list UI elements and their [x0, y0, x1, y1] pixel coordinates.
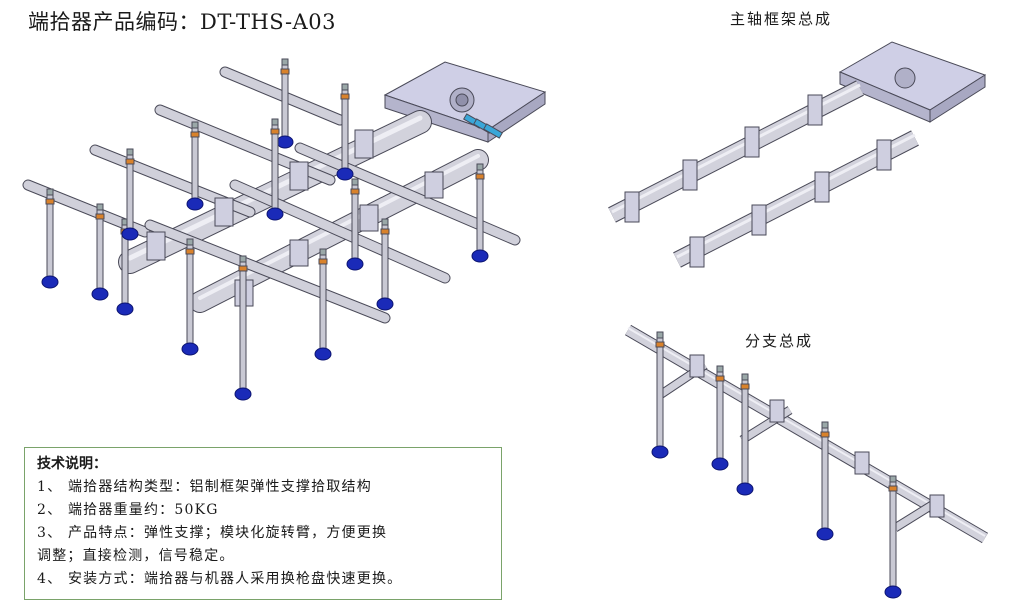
spec-item-weight: 2、 端拾器重量约：50KG	[37, 502, 219, 518]
spec-item-structure: 1、 端拾器结构类型：铝制框架弹性支撑拾取结构	[37, 479, 372, 495]
suction-post	[266, 118, 284, 221]
suction-post	[336, 83, 354, 181]
suction-post	[314, 248, 332, 361]
branch-assembly-drawing	[624, 324, 989, 599]
technical-spec-box: 技术说明： 1、 端拾器结构类型：铝制框架弹性支撑拾取结构 2、 端拾器重量约：…	[24, 447, 502, 600]
suction-post	[41, 188, 59, 289]
caption-main-frame: 主轴框架总成	[730, 10, 833, 28]
suction-post	[471, 163, 489, 263]
branch-suction-posts	[651, 331, 902, 599]
spec-item-installation: 4、 安装方式：端拾器与机器人采用换枪盘快速更换。	[37, 571, 403, 587]
caption-branch-assembly: 分支总成	[745, 332, 814, 350]
valve-block	[463, 113, 503, 139]
suction-post	[711, 365, 729, 471]
suction-post	[116, 218, 134, 316]
suction-post	[816, 421, 834, 541]
spec-title: 技术说明：	[37, 456, 107, 472]
suction-post	[884, 475, 902, 599]
suction-posts	[41, 58, 489, 401]
suction-post	[121, 148, 139, 241]
suction-post	[186, 121, 204, 211]
end-effector-assembly-drawing	[22, 58, 547, 401]
spec-item-features-cont: 调整；直接检测，信号稳定。	[37, 548, 235, 564]
suction-post	[91, 203, 109, 301]
suction-post	[181, 238, 199, 356]
suction-post	[276, 58, 294, 149]
suction-post	[736, 373, 754, 496]
suction-post	[651, 331, 669, 459]
page-title: 端拾器产品编码：DT-THS-A03	[28, 10, 336, 34]
suction-post	[234, 255, 252, 401]
suction-post	[376, 218, 394, 311]
main-frame-drawing	[608, 41, 987, 268]
suction-post	[346, 178, 364, 271]
spec-item-features: 3、 产品特点：弹性支撑；模块化旋转臂，方便更换	[37, 525, 388, 541]
